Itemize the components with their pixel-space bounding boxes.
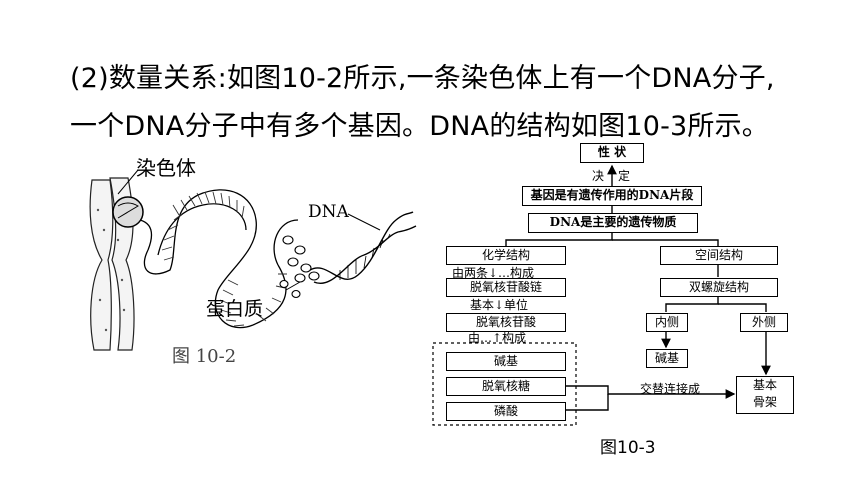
components-dashed-group <box>432 342 577 426</box>
two-chains-label: 由两条↓…构成 <box>452 266 535 280</box>
paragraph-line-1: (2)数量关系:如图10-2所示,一条染色体上有一个DNA分子, <box>70 63 775 94</box>
dna-helix <box>309 211 417 285</box>
chromosome-label: 染色体 <box>136 156 196 180</box>
inner-base-box: 碱基 <box>646 349 688 368</box>
chromosome-illustration <box>89 169 417 351</box>
phosphate-box: 磷酸 <box>446 402 566 421</box>
paragraph-line-2: 一个DNA分子中有多个基因。DNA的结构如图10-3所示。 <box>70 111 769 142</box>
outer-side-box: 外侧 <box>740 313 788 332</box>
protein-beads <box>279 235 320 299</box>
decide-label-left: 决 <box>592 169 605 183</box>
spatial-structure-box: 空间结构 <box>660 246 778 265</box>
composed-of-label: 由…↑构成 <box>468 331 527 345</box>
backbone-line-1: 基本 <box>752 378 777 392</box>
basic-unit-label: 基本↓单位 <box>470 298 529 312</box>
dna-material-box: DNA是主要的遗传物质 <box>528 213 698 233</box>
dna-label: DNA <box>308 202 349 222</box>
deoxy-chain-box: 脱氧核苷酸链 <box>446 278 566 297</box>
figure-10-2: 染色体 DNA 蛋白质 图 10-2 <box>78 150 418 370</box>
figure-10-2-caption: 图 10-2 <box>172 346 237 367</box>
chemical-structure-box: 化学结构 <box>446 246 566 265</box>
figure-10-3-caption: 图10-3 <box>600 438 656 458</box>
protein-label: 蛋白质 <box>206 298 264 320</box>
inner-side-box: 内侧 <box>646 313 688 332</box>
coiled-fiber <box>139 189 299 329</box>
gene-box: 基因是有遗传作用的DNA片段 <box>522 186 702 206</box>
double-helix-box: 双螺旋结构 <box>660 278 778 297</box>
deoxyribose-box: 脱氧核糖 <box>446 377 566 396</box>
backbone-box: 基本 骨架 <box>736 376 794 414</box>
base-box: 碱基 <box>446 352 566 371</box>
backbone-line-2: 骨架 <box>752 395 777 409</box>
trait-box: 性 状 <box>580 143 644 163</box>
deoxynucleotide-box: 脱氧核苷酸 <box>446 313 566 332</box>
decide-label-right: 定 <box>618 169 631 183</box>
alternate-connect-label: 交替连接成 <box>640 382 701 396</box>
